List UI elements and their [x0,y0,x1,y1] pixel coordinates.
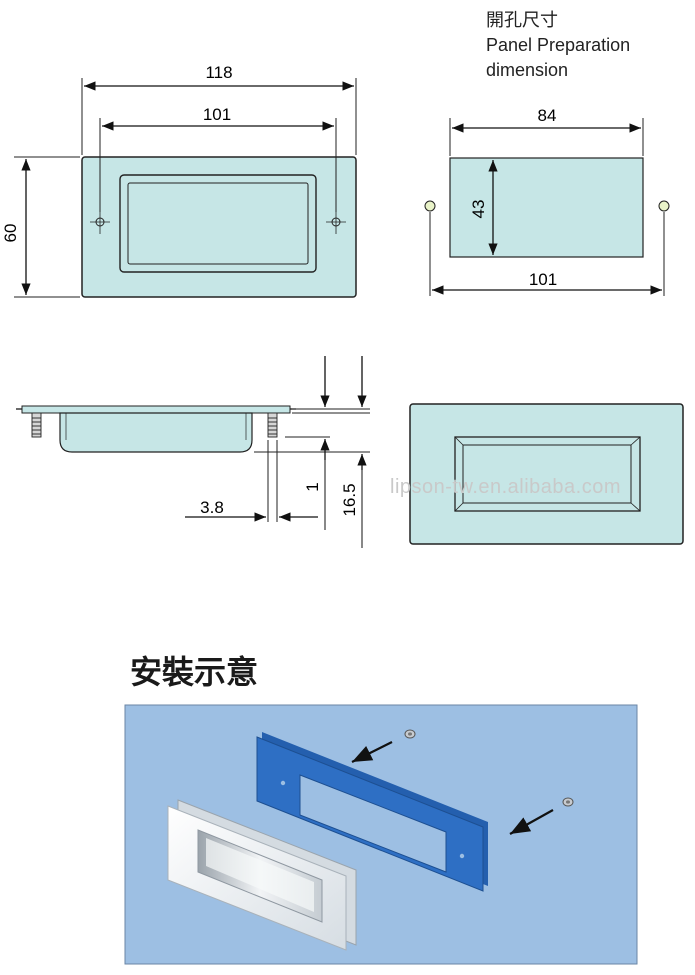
stud-left [31,412,42,438]
dim-1-label: 1 [303,482,322,491]
screw-right [562,797,574,807]
side-body [59,412,253,453]
front-recess-inner [127,182,309,265]
panel-prep-title-zh: 開孔尺寸 [486,10,558,30]
dim-101-label: 101 [203,105,231,124]
side-view: 3.8 1 16.5 [16,356,370,548]
stud-right [267,412,278,438]
arrow-top [351,741,393,763]
cutout-hole-right [658,200,670,212]
dim-16-5-label: 16.5 [340,483,359,516]
panel-prep-title-en-1: Panel Preparation [486,35,631,55]
screw-top [404,729,416,739]
dim-60-label: 60 [1,224,20,243]
panel-prep-title-en-2: dimension [486,60,569,80]
dim-43-label: 43 [469,200,488,219]
white-handle [167,799,357,951]
dim-118-label: 118 [205,63,232,82]
cutout-hole-left [424,200,436,212]
blue-mounting-plate [256,732,488,892]
panel-prep-title: 開孔尺寸 Panel Preparation dimension [486,8,630,83]
panel-prep-view: 84 43 101 [424,106,670,296]
dim-3-8-label: 3.8 [200,498,224,517]
front-recess-outer [119,174,317,273]
dim-84-label: 84 [538,106,557,125]
front-view: 118 101 60 [1,63,357,298]
dim-101b-label: 101 [529,270,557,289]
watermark: lipson-tw.en.alibaba.com [390,476,622,498]
back-recess-inner [462,444,632,504]
arrow-right [509,809,554,835]
screw-hole-left [90,210,110,234]
screw-hole-right [326,210,346,234]
side-flange [21,405,291,414]
back-recess-outer [454,436,641,512]
install-illustration [124,704,638,965]
cutout-rect [449,157,644,258]
install-heading: 安裝示意 [130,653,259,691]
back-view [409,403,684,545]
